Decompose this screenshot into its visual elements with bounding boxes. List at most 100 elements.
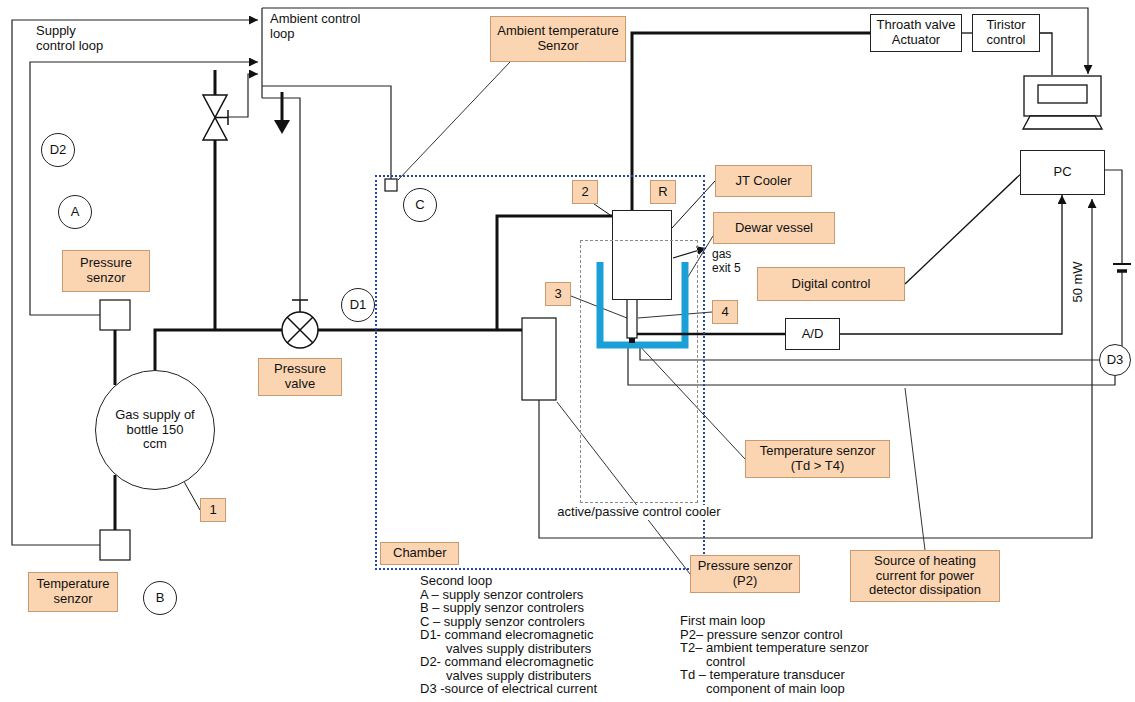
temperature-transducer [629, 338, 635, 343]
leader-line [398, 62, 510, 180]
leader-line [636, 342, 745, 459]
chamber-region-text: Chamber [380, 542, 459, 565]
pressure-valve-cross [287, 300, 313, 343]
leader-line [638, 312, 712, 318]
connector [905, 175, 1020, 284]
connector [962, 32, 972, 33]
power-label: 50 mW [1071, 261, 1086, 302]
sensor-callout-text: Pressure senzor [67, 256, 145, 286]
gas-bottle: Gas supply of bottle 150 ccm [95, 370, 215, 490]
valve-control-wire [228, 74, 258, 117]
sensor-callout: Ambient temperature Senzor [490, 16, 626, 62]
callout-number: 3 [545, 282, 571, 306]
ambient-sensor-symbol [385, 179, 397, 191]
battery-wire [1121, 272, 1122, 346]
converter-box-text: A/D [802, 327, 824, 342]
keyboard-base [1023, 116, 1102, 129]
legend-line: C – supply senzor controlers [420, 615, 620, 629]
legend-heading: First main loop [680, 614, 885, 628]
gas-exit-arrow [673, 248, 706, 258]
connector [1040, 33, 1052, 75]
callout-number-text: 3 [554, 287, 561, 302]
legend-line: D3 -source of electrical current [420, 682, 620, 696]
valve-handle [215, 110, 228, 125]
supply-pipe [214, 140, 217, 330]
connector [840, 195, 1062, 334]
battery-plate [1117, 269, 1127, 273]
supply-loop-wire [12, 20, 258, 545]
letter-circle: D2 [41, 133, 75, 167]
sensor-callout: Pressure senzor [62, 250, 150, 292]
part-callout-text: JT Cooler [735, 174, 791, 189]
control-loop-wires [12, 8, 1122, 545]
part-callout-text: Source of heating current for power dete… [855, 554, 995, 599]
ambient-loop-wire [262, 8, 1088, 74]
letter-circle-text: D2 [50, 143, 67, 158]
sensor-callout: Temperature senzor [28, 572, 118, 612]
connector [184, 482, 200, 510]
letter-circle-text: D1 [350, 298, 367, 313]
sensor-symbol [100, 530, 130, 560]
pressure-valve-wire [262, 98, 300, 300]
loop-label: Supply control loop [36, 24, 116, 54]
pressure-sensor-symbol [522, 318, 556, 400]
legend-heading: Second loop [420, 574, 620, 588]
computer: PC [1020, 75, 1105, 195]
computer-text: PC [1053, 165, 1071, 180]
control-box: Tiristor control [972, 14, 1040, 52]
monitor-frame [1024, 76, 1101, 116]
flow-arrow-head [274, 120, 290, 134]
jt-cooler-body-text: R [650, 180, 676, 204]
battery-plate [1113, 263, 1131, 265]
part-callout-text: Pressure valve [263, 362, 337, 392]
letter-circle: D3 [1099, 344, 1131, 376]
letter-circle-text: C [415, 198, 424, 213]
leader-lines [398, 62, 925, 574]
flow-label: gas exit 5 [712, 248, 752, 276]
supply-pipe [214, 70, 217, 95]
monitor-screen [1038, 85, 1087, 103]
computer-box: PC [1020, 150, 1105, 195]
sensor-pipe [114, 475, 117, 530]
part-callout: Dewar vessel [713, 212, 835, 244]
legend-line: B – supply senzor controlers [420, 601, 620, 615]
monitor-symbol [1020, 75, 1105, 150]
cooler-region-text: active/passive control cooler [555, 505, 722, 520]
ambient-sensor-wire [262, 86, 391, 179]
connector [594, 204, 612, 216]
legend-line: T2– ambient temperature senzor control [680, 641, 885, 668]
legend-line: P2– pressure senzor control [680, 628, 885, 642]
connector [672, 181, 715, 228]
pipe-connector [632, 33, 870, 210]
battery-wire [1105, 170, 1122, 264]
cooler-feed-pipe [497, 216, 612, 330]
part-callout: Source of heating current for power dete… [850, 550, 1000, 602]
legend-list: Second loopA – supply senzor controlersB… [420, 574, 620, 696]
loop-label: Ambient control loop [270, 12, 370, 42]
gas-bottle-text: Gas supply of bottle 150 ccm [114, 408, 196, 453]
sensor-callout: Pressure senzor (P2) [690, 555, 800, 593]
control-bus [261, 8, 262, 98]
sensor-callout-text: Temperature senzor (Td > T4) [750, 444, 885, 474]
callout-number: 1 [200, 498, 226, 522]
callout-number-text: 1 [209, 503, 216, 518]
sensor-symbol [100, 300, 130, 330]
letter-circle-text: D3 [1107, 353, 1124, 368]
sensor-callout-text: Pressure senzor (P2) [695, 559, 795, 589]
legend-list: First main loopP2– pressure senzor contr… [680, 614, 885, 695]
part-callout-text: Dewar vessel [735, 221, 813, 236]
part-callout: Digital control [757, 267, 905, 301]
part-callout: JT Cooler [715, 165, 812, 197]
letter-circle: B [143, 581, 177, 615]
signal-wire [637, 333, 785, 336]
leader-line [905, 388, 925, 550]
sensor-pipe [114, 330, 117, 385]
connector-layer [184, 33, 1062, 510]
chamber-region: ChamberC2R3active/passive control cooler [375, 175, 705, 570]
letter-circle-text: B [156, 591, 165, 606]
cooler-region: active/passive control cooler [580, 240, 698, 503]
leader-line [557, 402, 690, 574]
sensor-callout-text: Ambient temperature Senzor [495, 24, 621, 54]
